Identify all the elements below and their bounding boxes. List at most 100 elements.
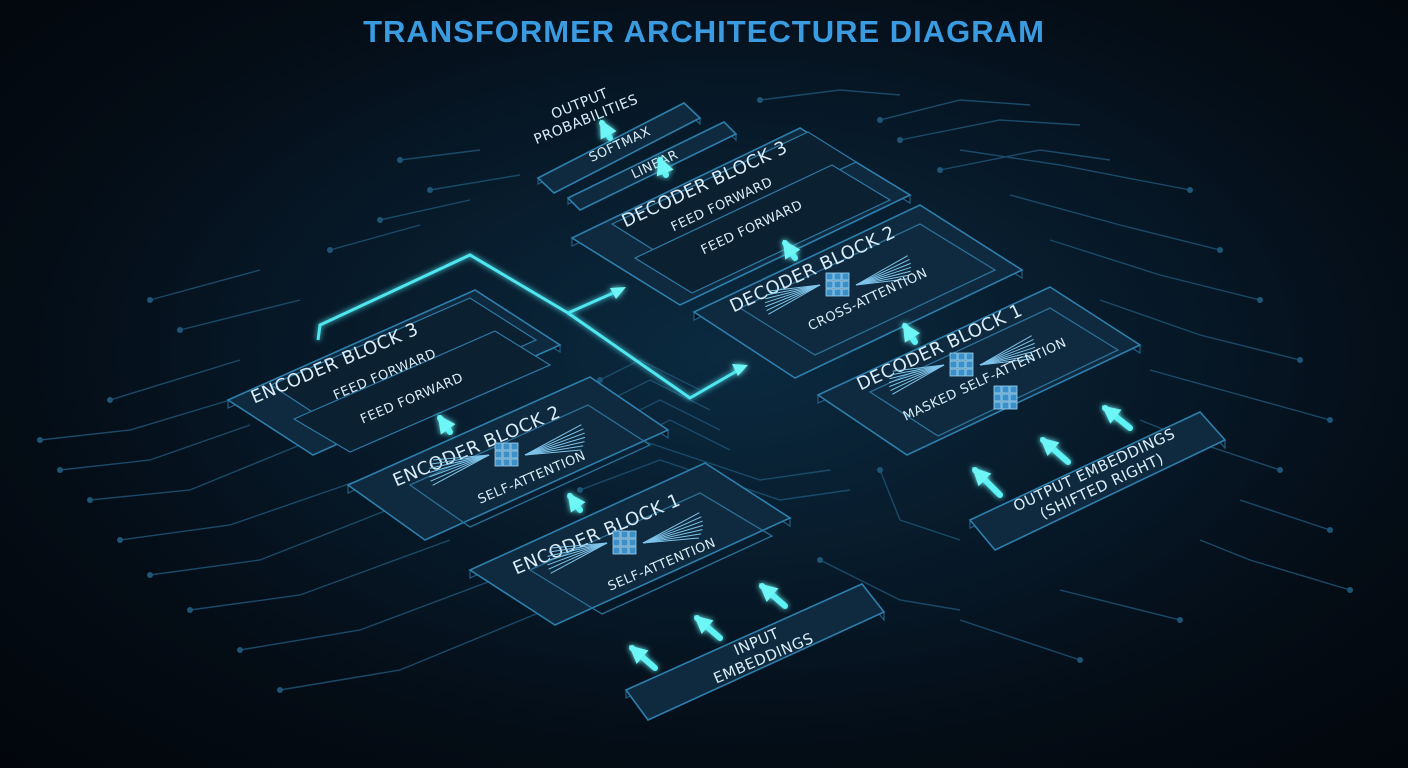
circuit-trace (279, 599, 571, 691)
circuit-trace (1049, 239, 1261, 301)
trace-node (87, 497, 93, 503)
attention-ray (889, 364, 945, 380)
attention-ray (642, 512, 700, 544)
circuit-trace (599, 359, 701, 391)
trace-node (817, 557, 823, 563)
attention-ray (979, 350, 1035, 366)
attention-ray (524, 441, 585, 456)
attention-ray (889, 364, 945, 388)
attention-cell (628, 538, 637, 547)
attention-cell (510, 458, 519, 467)
attention-cell (825, 288, 834, 297)
arrow-head (567, 492, 586, 513)
trace-node (237, 647, 243, 653)
trace-node (327, 247, 333, 253)
arrow-head (628, 645, 649, 664)
arrow-head (758, 583, 779, 602)
circuit-trace (1149, 369, 1331, 421)
arrow-head (782, 239, 801, 260)
attention-ray (642, 537, 699, 544)
attention-matrix-icon (949, 352, 1018, 410)
trace-node (1327, 527, 1333, 533)
diagram-title: TRANSFORMER ARCHITECTURE DIAGRAM (363, 14, 1045, 49)
attention-cell (502, 450, 511, 459)
attention-ray (766, 284, 821, 311)
circuit-trace (429, 174, 521, 191)
trace-node (397, 157, 403, 163)
trace-node (187, 607, 193, 613)
attention-ray (855, 255, 908, 286)
trace-node (117, 537, 123, 543)
circuit-trace (1009, 194, 1221, 251)
encoder-decoder-connection (316, 253, 748, 400)
attention-cell (825, 272, 834, 281)
circuit-trace (879, 99, 1031, 121)
attention-cell (620, 530, 629, 539)
arrow-head (600, 119, 617, 140)
attention-ray (550, 542, 608, 574)
circuit-trace (1199, 539, 1351, 591)
circuit-traces (37, 89, 1353, 693)
attention-rays-icon (764, 255, 912, 315)
attention-ray (890, 364, 945, 391)
input-embeddings-block: INPUTEMBEDDINGS (624, 583, 886, 721)
attention-ray (524, 432, 585, 456)
attention-ray (855, 262, 911, 286)
arrow-head (693, 615, 714, 634)
circuit-trace (239, 569, 521, 651)
attention-cell (957, 360, 966, 369)
decoder-block-1: DECODER BLOCK 1 MASKED SELF-ATTENTION (816, 286, 1142, 456)
circuit-trace (939, 149, 1111, 171)
attention-ray (888, 364, 945, 384)
circuit-trace (189, 539, 451, 611)
attention-ray (979, 358, 1032, 366)
arrow-head (656, 156, 674, 177)
attention-ray (642, 516, 702, 544)
attention-ray (430, 454, 490, 482)
circuit-trace (959, 619, 1081, 661)
attention-ray (764, 284, 821, 304)
attention-cell (833, 280, 842, 289)
attention-ray (524, 449, 581, 456)
circuit-trace (1059, 589, 1181, 621)
attention-matrix-icon (612, 530, 637, 555)
attention-cell (612, 538, 621, 547)
trace-node (937, 167, 943, 173)
attention-cell (965, 352, 974, 361)
trace-node (177, 327, 183, 333)
attention-ray (548, 542, 608, 570)
arrow-head (1039, 437, 1060, 457)
attention-ray (642, 524, 704, 544)
attention-cell (510, 442, 519, 451)
circuit-trace (109, 359, 241, 401)
attention-ray (524, 428, 584, 456)
attention-ray (979, 342, 1035, 366)
attention-ray (765, 284, 821, 300)
attention-ray (430, 454, 490, 465)
attention-rays-icon (428, 424, 586, 486)
circuit-trace (379, 199, 471, 221)
encoder-block-3: ENCODER BLOCK 3 FEED FORWARD FEED FORWAR… (226, 289, 562, 456)
circuit-trace (89, 444, 301, 501)
trace-node (1077, 657, 1083, 663)
attention-ray (855, 274, 910, 286)
attention-cell (620, 538, 629, 547)
attention-cell (833, 288, 842, 297)
attention-ray (524, 436, 586, 456)
attention-ray (429, 454, 490, 478)
attention-cell (1001, 401, 1010, 410)
attention-ray (765, 284, 821, 308)
attention-cell (1001, 385, 1010, 394)
circuit-trace (959, 149, 1191, 191)
attention-cell (1009, 393, 1018, 402)
attention-ray (979, 346, 1036, 366)
attention-ray (524, 445, 584, 456)
trace-node (1177, 617, 1183, 623)
attention-cell (628, 546, 637, 555)
attention-ray (892, 364, 945, 372)
attention-cell (502, 458, 511, 467)
attention-cell (949, 360, 958, 369)
trace-node (1187, 187, 1193, 193)
attention-ray (979, 335, 1032, 366)
